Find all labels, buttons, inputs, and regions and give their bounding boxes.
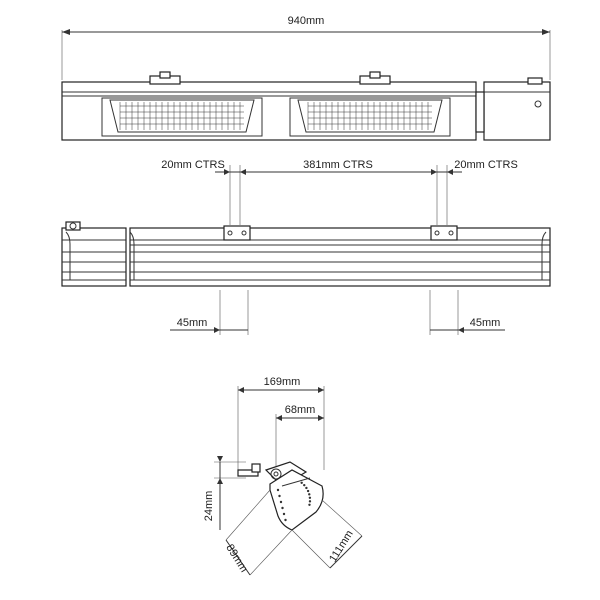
end-offset-dimensions: 45mm 45mm — [170, 290, 505, 335]
right-bracket-ctrs-label: 20mm CTRS — [454, 159, 518, 171]
bracket-centres-dimensions: 20mm CTRS 381mm CTRS 20mm CTRS — [161, 159, 518, 225]
left-bracket-icon — [223, 225, 251, 241]
right-bracket-icon — [430, 225, 458, 241]
height-dimension: 24mm — [203, 456, 246, 530]
left-bracket-ctrs-label: 20mm CTRS — [161, 159, 225, 171]
top-view: 940mm — [61, 15, 551, 141]
grille-right — [289, 97, 451, 137]
overall-length-label: 940mm — [288, 15, 325, 27]
middle-ctrs-label: 381mm CTRS — [303, 159, 373, 171]
end-view: 169mm 68mm 24mm — [203, 376, 363, 576]
overall-length-dimension: 940mm — [61, 15, 551, 80]
grille-left — [101, 97, 263, 137]
side-view: 20mm CTRS 381mm CTRS 20mm CTRS — [61, 159, 551, 335]
heater-end-profile — [237, 461, 324, 531]
width-dimensions: 169mm 68mm — [237, 376, 325, 470]
heater-top-body — [61, 71, 551, 141]
left-offset-label: 45mm — [177, 317, 208, 329]
cable-gland-icon — [65, 221, 81, 231]
width-inner-label: 68mm — [285, 404, 316, 416]
right-offset-label: 45mm — [470, 317, 501, 329]
height-offset-label: 24mm — [203, 491, 215, 522]
heater-side-body — [61, 221, 551, 287]
depth-a-label: 89mm — [223, 542, 249, 574]
control-knob-icon — [534, 100, 542, 108]
width-overall-label: 169mm — [264, 376, 301, 388]
